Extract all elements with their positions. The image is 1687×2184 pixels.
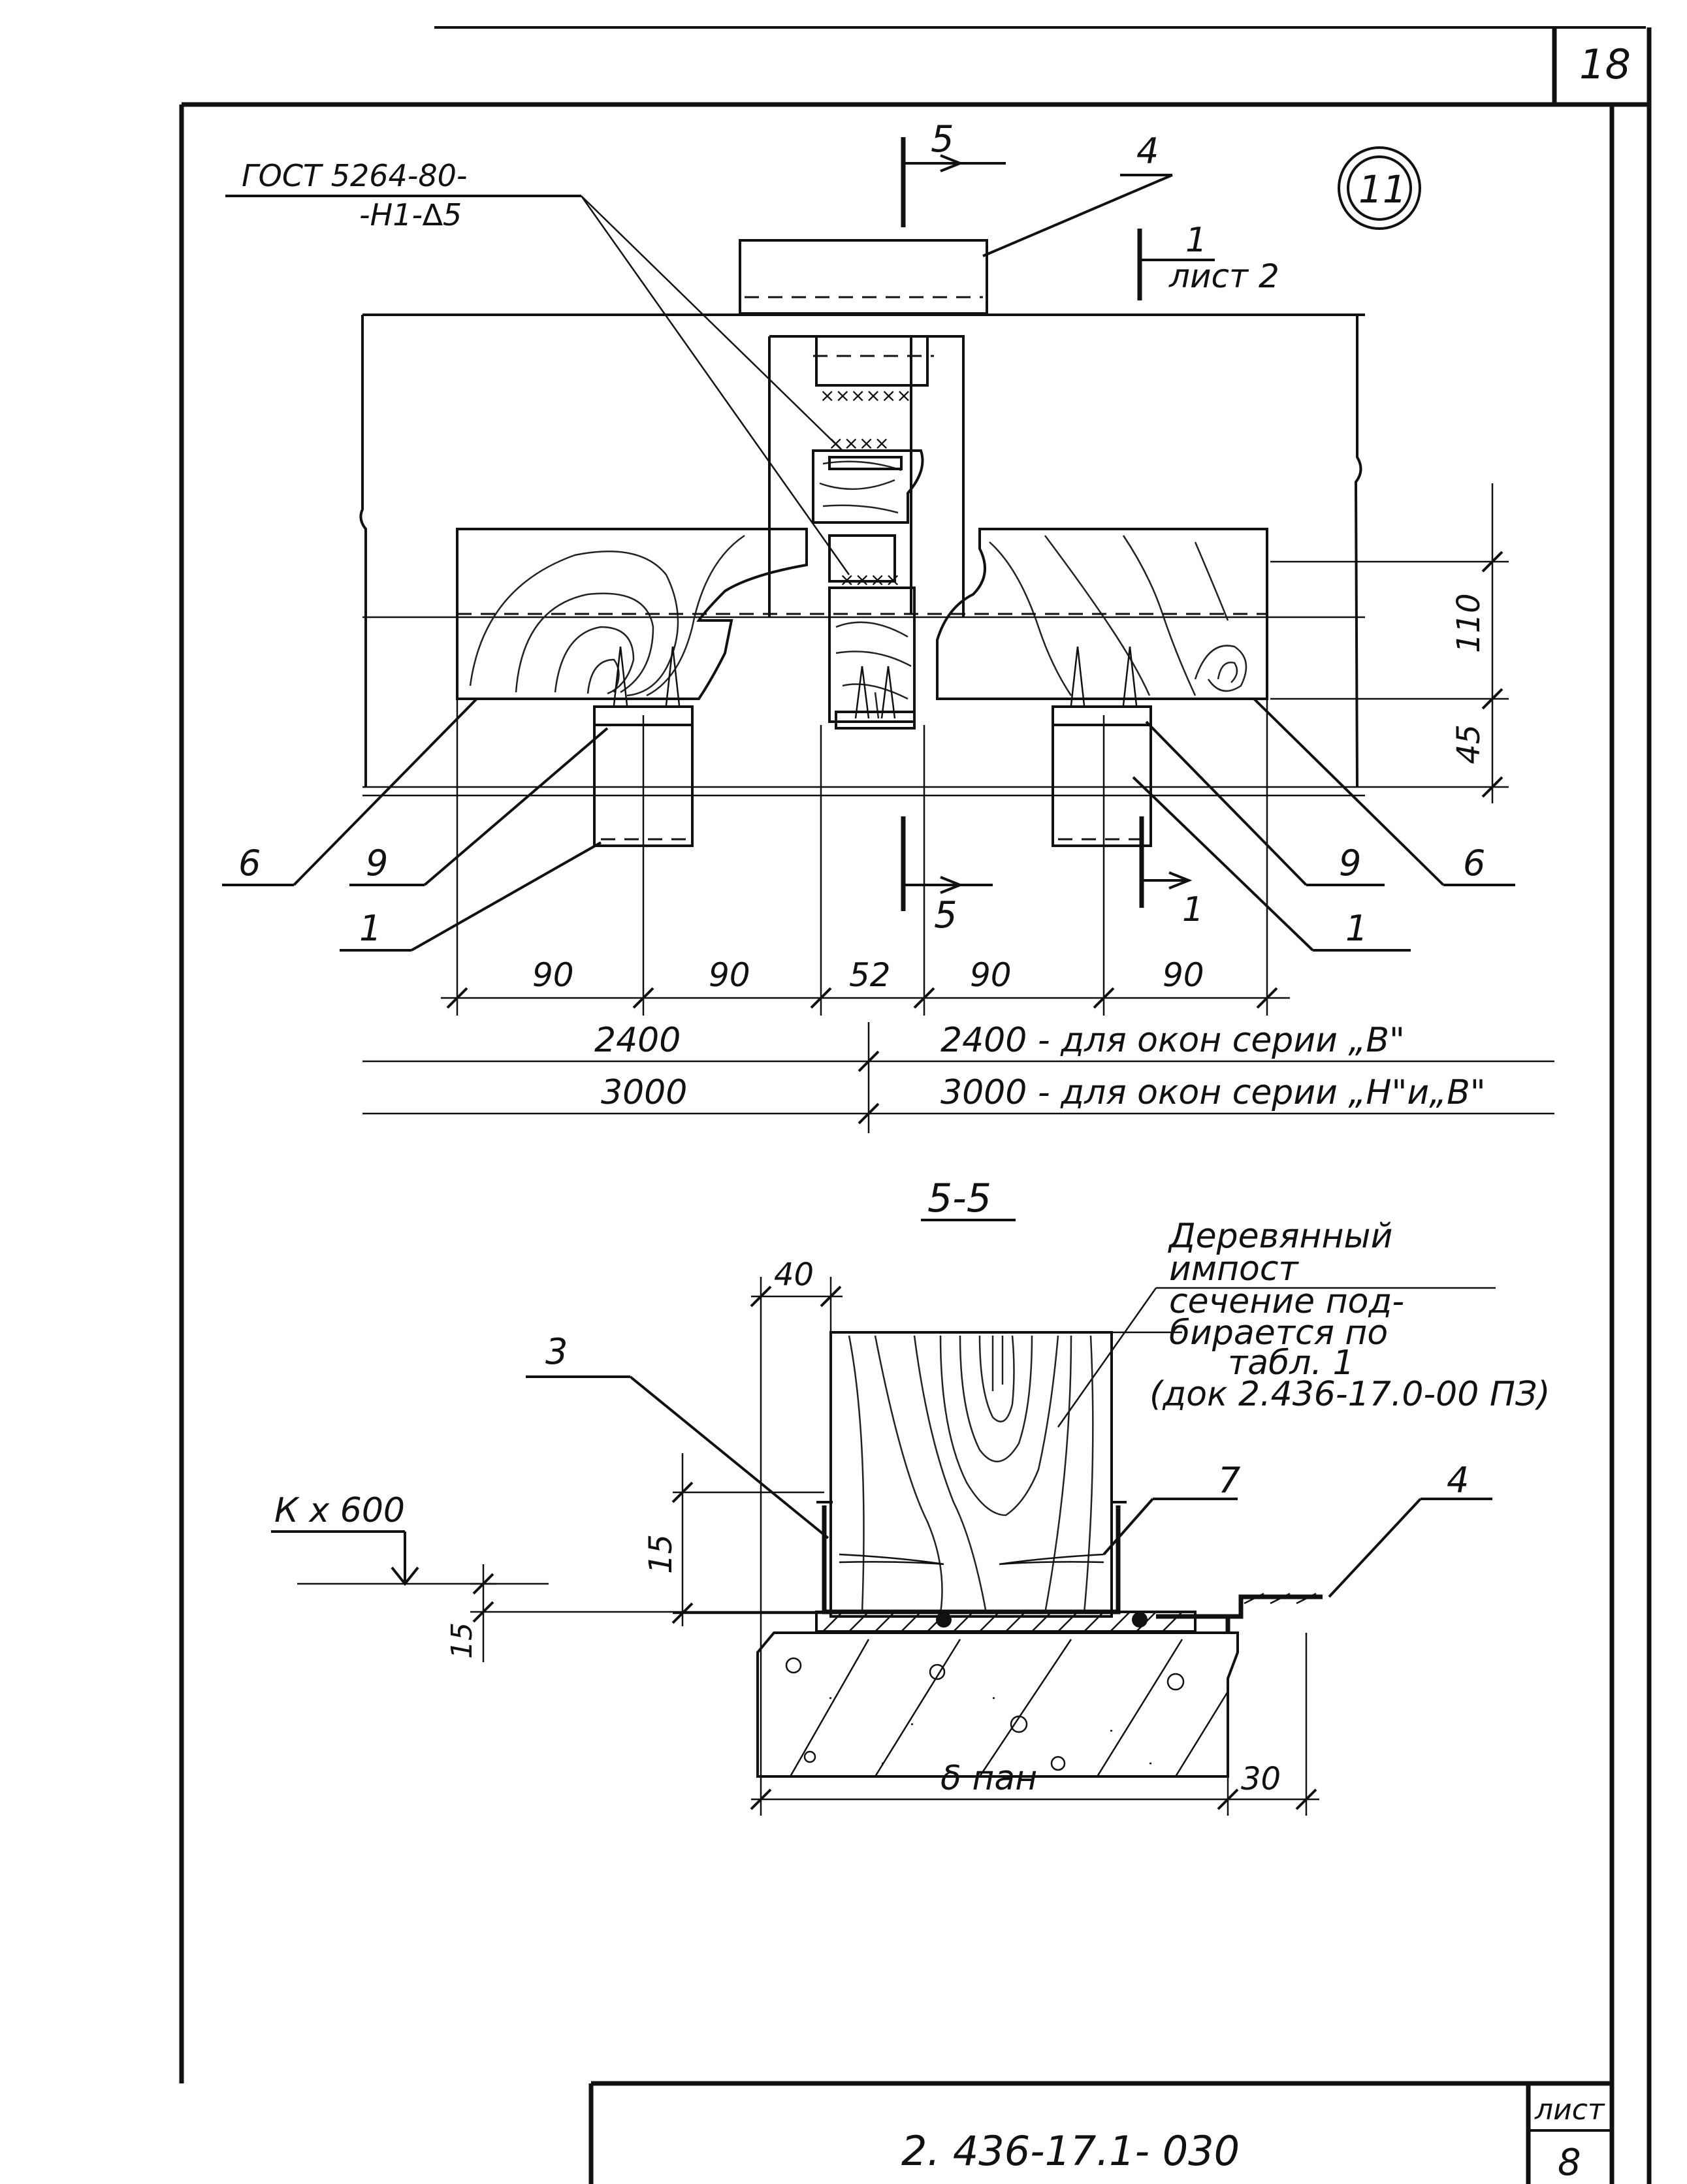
section-title: 5-5 xyxy=(927,1176,991,1221)
callout-4-section: 4 xyxy=(1447,1460,1469,1501)
weld-marks-low: ×××× xyxy=(839,569,901,590)
dim-90-d: 90 xyxy=(1163,956,1204,994)
section-callout-leaders xyxy=(526,1375,1492,1598)
section-note-line-3: сечение под- xyxy=(1169,1282,1404,1321)
span-value-3000: 3000 xyxy=(601,1073,687,1112)
page-number: 18 xyxy=(1579,40,1631,88)
list-label: лист xyxy=(1534,2093,1605,2127)
section-dims xyxy=(470,1277,1319,1816)
sheet-frame xyxy=(179,26,1652,2184)
callout-3: 3 xyxy=(545,1331,568,1372)
callout-9-right: 9 xyxy=(1339,843,1361,884)
span-value-2400: 2400 xyxy=(594,1021,681,1060)
dim-110: 110 xyxy=(1451,593,1487,653)
section-1-number-top: 1 xyxy=(1185,221,1207,260)
weld-marks-top: ×××××× xyxy=(820,385,912,406)
inner-block-top: ×××× xyxy=(812,432,924,524)
dim-90-b: 90 xyxy=(709,956,750,994)
document-code: 2. 436-17.1- 030 xyxy=(901,2127,1240,2175)
top-plate xyxy=(739,239,988,315)
vertical-dim-lines xyxy=(1270,483,1509,803)
detail-number: 11 xyxy=(1358,167,1407,212)
dim-40: 40 xyxy=(774,1257,814,1293)
right-lower-bar xyxy=(1052,646,1152,847)
section-note-line-5: табл. 1 xyxy=(1228,1343,1355,1383)
concrete-panel xyxy=(756,1631,1239,1778)
callout-9-left: 9 xyxy=(366,843,388,884)
section-note-line-6: (док 2.436-17.0-00 ПЗ) xyxy=(1149,1375,1550,1414)
section-5-label-top: 5 xyxy=(931,118,954,161)
callout-1-right: 1 xyxy=(1345,908,1368,949)
right-callout-leaders xyxy=(1132,698,1515,952)
list-number: 8 xyxy=(1558,2142,1581,2184)
dim-90-c: 90 xyxy=(970,956,1012,994)
inner-block-bottom: ×××× xyxy=(828,569,916,730)
callout-4: 4 xyxy=(1136,131,1159,172)
callout-7: 7 xyxy=(1218,1460,1240,1501)
gost-leader xyxy=(225,195,850,575)
weld-marks-mid: ×××× xyxy=(828,432,890,454)
section-note: Деревянный импост сечение под- бирается … xyxy=(1057,1217,1550,1428)
detail-number-circle xyxy=(1338,146,1421,230)
span-lines xyxy=(362,1022,1554,1133)
section-5-mark-top xyxy=(901,137,1006,227)
left-timber xyxy=(456,528,808,700)
dim-30: 30 xyxy=(1241,1761,1281,1797)
dim-45: 45 xyxy=(1451,724,1487,764)
section-note-line-4: бирается по xyxy=(1169,1313,1388,1353)
section-note-line-2: импост xyxy=(1169,1249,1299,1289)
gost-line-2: -Н1-∆5 xyxy=(359,197,462,233)
span-note-2400: 2400 - для окон серии „В" xyxy=(940,1021,1405,1060)
gost-line-1: ГОСТ 5264-80- xyxy=(242,158,467,193)
center-lower-welds xyxy=(854,666,896,719)
section-note-line-1: Деревянный xyxy=(1168,1217,1392,1256)
section-1-number-bottom: 1 xyxy=(1182,890,1204,929)
section-1-mark-top xyxy=(1137,229,1215,300)
mullion-channel: ×××××× xyxy=(768,335,965,617)
section-5-label-bottom: 5 xyxy=(934,894,957,937)
section-5-mark-bottom xyxy=(901,816,993,911)
level-mark xyxy=(271,1530,549,1586)
base-plate xyxy=(815,1592,1323,1633)
left-callout-leaders xyxy=(222,698,609,952)
level-label: К х 600 xyxy=(274,1491,405,1530)
dim-15-small: 15 xyxy=(445,1622,479,1659)
callout-4-leader xyxy=(982,174,1173,257)
callout-1-left: 1 xyxy=(359,908,381,949)
dim-15-vertical: 15 xyxy=(643,1534,679,1574)
inner-slot xyxy=(828,534,896,583)
dim-52: 52 xyxy=(849,956,891,994)
callout-6-left: 6 xyxy=(238,843,261,884)
horizontal-dim-chain xyxy=(441,699,1290,1016)
dim-delta-pan: δ пан xyxy=(940,1759,1037,1798)
section-1-mark-bottom xyxy=(1139,816,1193,908)
span-note-3000: 3000 - для окон серии „Н"и„В" xyxy=(940,1073,1486,1112)
dim-90-a: 90 xyxy=(532,956,574,994)
callout-6-right: 6 xyxy=(1463,843,1485,884)
section-1-sheet-ref: лист 2 xyxy=(1168,257,1279,295)
wood-mullion-section xyxy=(829,1331,1113,1618)
